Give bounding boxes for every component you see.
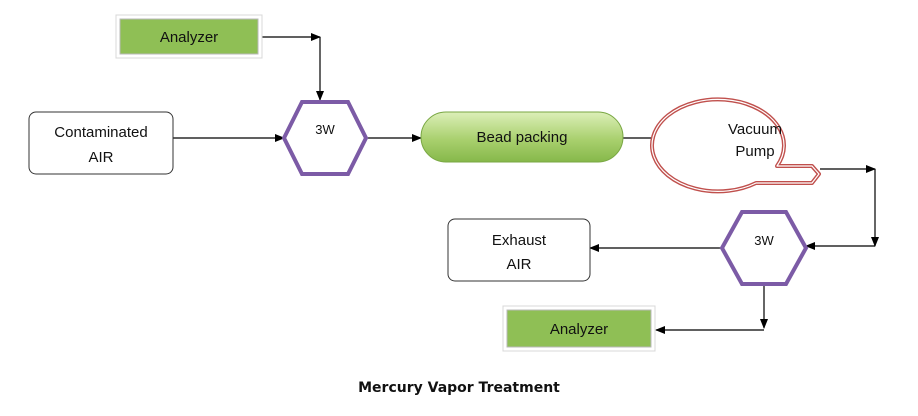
bead-packing-node: Bead packing: [420, 111, 624, 163]
analyzer-bottom-label: Analyzer: [550, 321, 608, 338]
vacuum-pump-label-line2: Pump: [735, 143, 774, 160]
contaminated-air-box: Contaminated AIR: [28, 111, 174, 175]
vacuum-pump-label-line1: Vacuum: [728, 121, 782, 138]
valve-bottom-label: 3W: [754, 233, 774, 248]
exhaust-air-box: Exhaust AIR: [447, 218, 591, 282]
analyzer-bottom-box: Analyzer: [502, 305, 656, 352]
diagram-caption: Mercury Vapor Treatment: [358, 380, 560, 396]
vacuum-pump-node: Vacuum Pump: [650, 97, 821, 194]
contaminated-air-label-line1: Contaminated: [54, 124, 147, 141]
valve-bottom-hexagon: 3W: [719, 210, 809, 286]
contaminated-air-label-line2: AIR: [88, 149, 113, 166]
analyzer-top-label: Analyzer: [160, 29, 218, 46]
valve-top-hexagon: 3W: [281, 100, 369, 176]
valve-top-label: 3W: [315, 122, 335, 137]
bead-packing-label: Bead packing: [477, 129, 568, 146]
exhaust-air-label-line1: Exhaust: [492, 232, 547, 249]
analyzer-top-box: Analyzer: [115, 14, 263, 59]
exhaust-air-label-line2: AIR: [506, 256, 531, 273]
